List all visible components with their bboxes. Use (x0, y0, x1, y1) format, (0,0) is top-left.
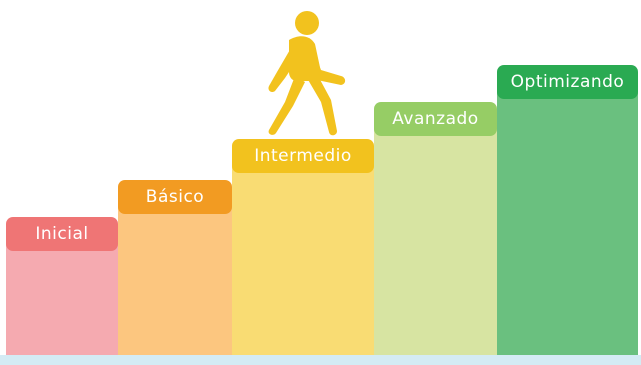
step-label: Optimizando (497, 65, 638, 99)
step-column (232, 165, 374, 355)
step-inicial: Inicial (6, 217, 118, 355)
step-label: Avanzado (374, 102, 497, 136)
step-optimizando: Optimizando (497, 65, 638, 355)
floor-band (0, 355, 641, 365)
step-column (374, 128, 497, 355)
step-avanzado: Avanzado (374, 102, 497, 355)
step-basico: Básico (118, 180, 232, 355)
step-column (6, 243, 118, 355)
step-label: Inicial (6, 217, 118, 251)
walking-person-icon (268, 11, 346, 136)
step-label: Intermedio (232, 139, 374, 173)
step-intermedio: Intermedio (232, 139, 374, 355)
step-column (497, 91, 638, 355)
step-label: Básico (118, 180, 232, 214)
step-column (118, 206, 232, 355)
